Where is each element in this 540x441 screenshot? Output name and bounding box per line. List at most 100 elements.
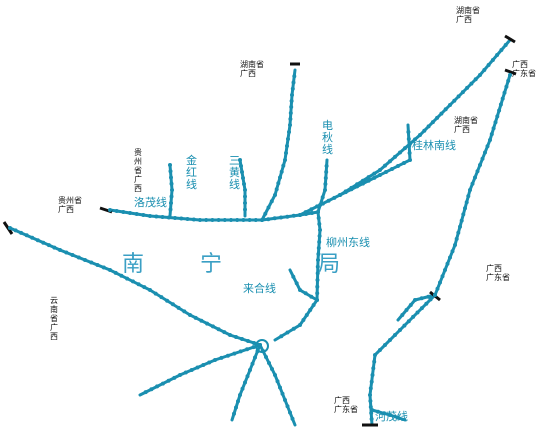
line-label-lihe: 来合线 [243,282,276,295]
station-dot [113,270,118,275]
station-dot [264,355,268,359]
station-dot [415,310,420,315]
station-dot [400,313,405,317]
station-dot [292,74,297,79]
line-label-hemao: 河茂线 [375,410,408,423]
station-dot [143,390,148,395]
station-dot [219,355,224,360]
station-dot [408,303,413,307]
station-dot [393,333,397,337]
station-dot [83,258,87,262]
station-dot [229,218,233,222]
station-dot [466,194,471,199]
station-dot [408,158,412,162]
station-dot [243,201,247,205]
station-dot [497,108,502,113]
province-label: 湖南省广西 [240,60,264,78]
station-dot [266,217,271,222]
station-dot [498,102,503,107]
station-dot [372,359,377,364]
station-dot [426,124,431,129]
station-dot [291,80,296,85]
station-dot [486,63,491,67]
station-dot [435,286,440,291]
station-dot [272,216,277,221]
station-dot [176,305,181,310]
station-dot [241,218,246,222]
station-dot [128,211,132,215]
station-dot [490,58,495,62]
station-dot [52,245,57,250]
station-dot [41,240,46,245]
station-dot [288,117,293,121]
station-dot [289,99,294,103]
station-dot [406,137,411,141]
station-dot [406,130,411,134]
station-dot [273,193,277,197]
station-dot [502,90,507,95]
station-dot [278,385,282,390]
station-dot [286,137,290,141]
station-dot [155,384,160,389]
station-dot [154,214,159,219]
province-label: 广西广东省 [334,396,358,414]
station-dot [323,188,327,192]
station-dot [169,194,174,199]
station-dot [463,206,467,211]
station-dot [456,230,461,235]
station-dot [370,373,375,377]
station-dot [283,158,287,162]
station-dot [315,204,320,209]
station-dot [316,252,321,256]
station-dot [323,176,328,180]
station-dot [318,202,323,207]
station-dot [222,218,227,222]
station-dot [495,53,500,57]
station-dot [216,327,221,332]
station-dot [250,361,255,366]
station-dot [204,218,209,222]
station-dot [473,77,478,82]
station-dot [290,86,295,91]
station-dot [324,164,329,168]
station-dot [253,218,258,222]
station-dot [422,128,427,133]
station-dot [469,81,474,86]
station-dot [426,294,431,299]
station-dot [388,338,392,342]
station-dot [232,351,237,356]
station-dot [308,308,313,312]
station-dot [108,268,112,272]
station-dot [311,303,316,307]
station-dot [396,164,400,168]
station-dot [478,73,482,77]
station-dot [384,170,388,174]
station-dot [235,218,240,222]
station-dot [304,313,309,317]
station-dot [285,214,290,219]
station-dot [283,398,287,402]
province-label: 湖南省广西 [456,6,480,24]
station-dot [508,73,512,77]
station-dot [108,208,112,212]
station-dot [439,111,444,116]
station-dot [326,198,331,203]
station-dot [320,195,325,200]
station-dot [317,222,322,226]
station-dot [493,120,498,125]
station-dot [228,333,232,337]
station-dot [273,373,277,377]
station-dot [372,175,377,180]
station-dot [398,328,402,332]
station-dot [213,358,217,362]
station-dot [238,349,243,354]
station-dot [317,240,322,244]
station-dot [488,138,492,142]
station-dot [355,184,360,189]
station-dot [489,132,494,137]
station-dot [284,151,288,155]
station-dot [304,212,308,216]
province-label: 贵州省广西 [58,196,82,214]
station-dot [370,408,374,412]
station-dot [240,337,244,341]
